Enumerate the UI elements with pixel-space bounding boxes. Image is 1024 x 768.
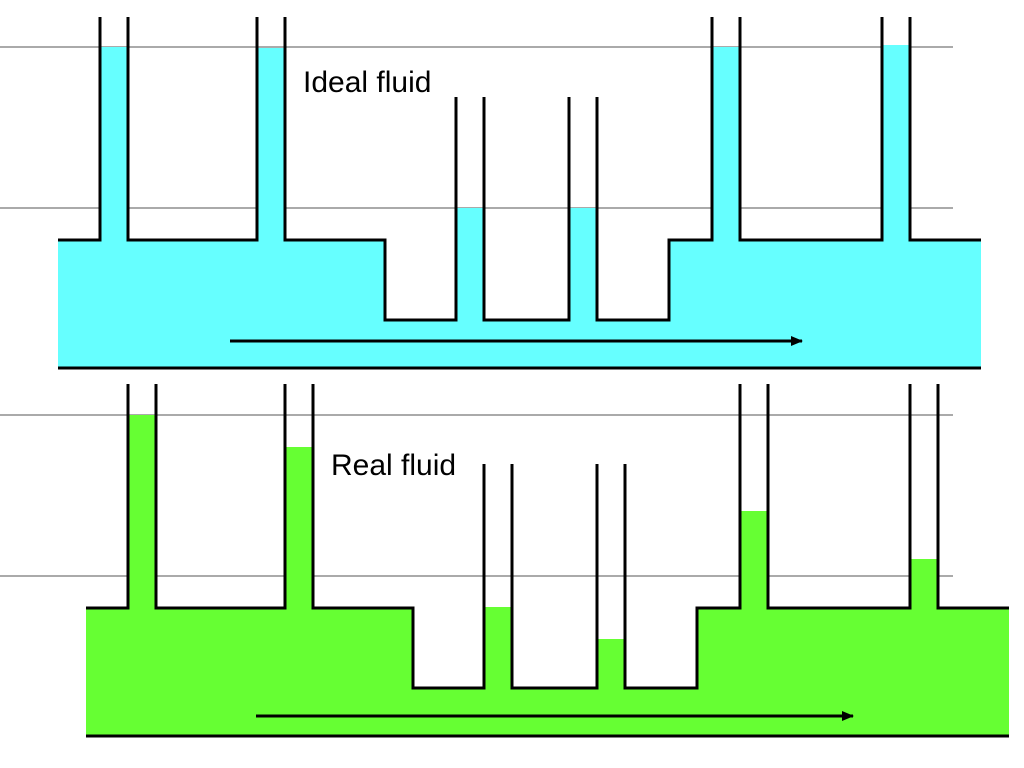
real-column-5-fluid: [740, 511, 768, 609]
ideal-column-5-fluid: [712, 47, 740, 241]
ideal-pipe-fluid: [58, 240, 981, 368]
ideal-fluid-panel: Ideal fluid: [0, 17, 981, 370]
real-column-1-fluid: [128, 415, 156, 609]
real-column-2-fluid: [285, 447, 313, 609]
ideal-column-4-fluid: [569, 208, 597, 321]
real-pipe-wall: [86, 384, 1009, 690]
real-column-3-fluid: [484, 607, 512, 689]
real-fluid-panel: Real fluid: [0, 384, 1009, 738]
ideal-column-1-fluid: [100, 47, 128, 241]
real-column-6-fluid: [910, 559, 938, 609]
real-column-4-fluid: [597, 639, 625, 689]
ideal-column-6-fluid: [882, 45, 910, 241]
real-fluid-label: Real fluid: [331, 449, 456, 482]
ideal-column-3-fluid: [456, 208, 484, 321]
ideal-pipe-wall: [58, 17, 981, 322]
ideal-column-2-fluid: [257, 48, 285, 241]
real-pipe-fluid: [86, 608, 1009, 736]
ideal-fluid-label: Ideal fluid: [303, 66, 431, 99]
